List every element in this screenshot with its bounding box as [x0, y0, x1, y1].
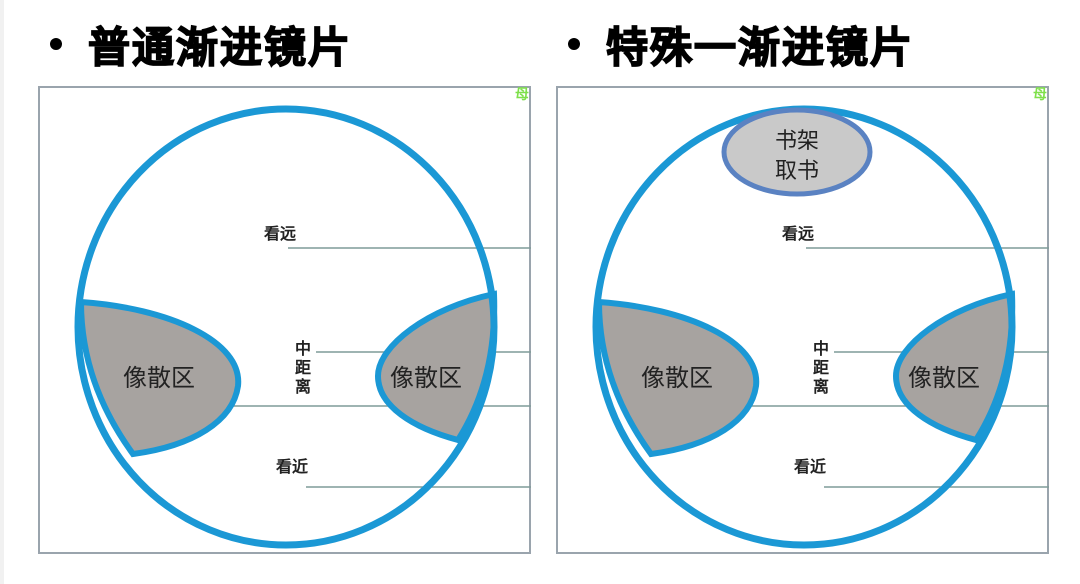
lens-outline: [74, 105, 498, 549]
label-blur-left: 像散区: [123, 364, 195, 392]
bullet-icon: [50, 38, 62, 50]
lens-diagram-special: 书架 取书 看远 中 距 离 看近 像散区 像散区: [592, 105, 1049, 549]
label-near: 看近: [793, 457, 826, 476]
blur-zone-left: [595, 298, 760, 458]
label-bookshelf-1: 书架: [775, 129, 819, 154]
label-mid-2: 距: [813, 358, 829, 377]
lens-diagram-standard: 看远 中 距 离 看近 像散区 像散区: [74, 105, 531, 549]
title-text: 普通渐进镜片: [87, 22, 353, 73]
label-blur-right: 像散区: [908, 364, 980, 392]
bullet-icon: [568, 38, 580, 50]
page-edge: [0, 0, 4, 584]
corner-mark: 母: [1033, 87, 1047, 103]
corner-mark: 母: [515, 87, 529, 103]
title-special-lens: 特殊一渐进镜片: [568, 14, 914, 74]
label-blur-left: 像散区: [641, 364, 713, 392]
label-mid-3: 离: [813, 377, 829, 396]
label-mid-2: 距: [295, 358, 311, 377]
label-mid-3: 离: [295, 377, 311, 396]
bookshelf-zone: [721, 107, 873, 197]
label-blur-right: 像散区: [390, 364, 462, 392]
label-near: 看近: [275, 457, 308, 476]
label-bookshelf-2: 取书: [775, 159, 819, 184]
panel-standard-lens: 母 看远 中 距 离 看近 像散区 像散区: [38, 86, 531, 554]
title-text: 特殊一渐进镜片: [605, 22, 915, 73]
label-mid-1: 中: [813, 339, 829, 358]
label-far: 看远: [781, 224, 814, 243]
label-mid-1: 中: [295, 339, 311, 358]
panel-special-lens: 母 书架 取书 看远 中 距 离 看近 像散区 像散区: [556, 86, 1049, 554]
label-far: 看远: [263, 224, 296, 243]
title-standard-lens: 普通渐进镜片: [50, 14, 352, 74]
blur-zone-left: [77, 298, 242, 458]
